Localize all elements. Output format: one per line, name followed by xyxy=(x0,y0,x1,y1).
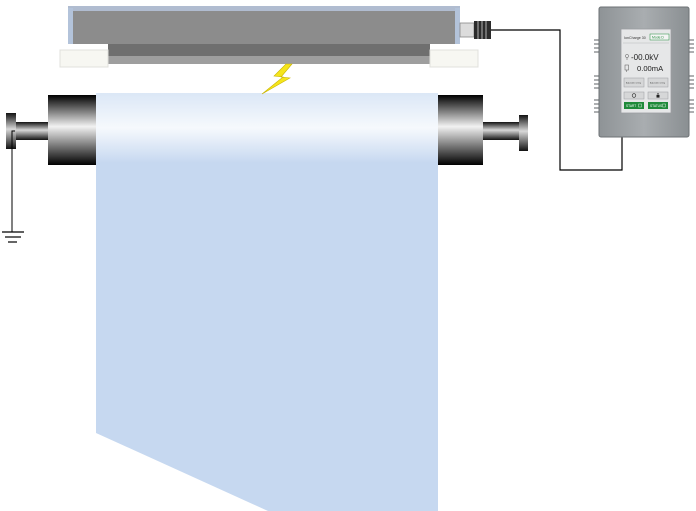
ground-symbol-icon xyxy=(2,231,24,243)
voltage-readout: -00.0kV xyxy=(631,53,659,62)
start-button[interactable] xyxy=(624,102,644,109)
ground-connection xyxy=(2,130,24,243)
power-cable xyxy=(491,29,623,171)
left-roller xyxy=(6,95,96,165)
start-button-label: START xyxy=(626,104,636,108)
side-vent-right xyxy=(689,39,694,113)
power-button[interactable] xyxy=(623,91,645,100)
side-vent-left xyxy=(594,39,599,113)
setting-button-left-label: Adjustable setting xyxy=(626,82,641,85)
setting-button-left[interactable] xyxy=(623,77,645,88)
status-button[interactable] xyxy=(648,102,668,109)
ionizing-bar xyxy=(59,6,479,68)
status-button-label: STATUS xyxy=(650,104,662,108)
spark-icon xyxy=(261,63,293,95)
film-web xyxy=(96,93,438,511)
setting-button-right[interactable] xyxy=(647,77,669,88)
controller-unit: IonCharge 30 Mode D -00.0kV 0.00mA Adjus… xyxy=(594,6,694,138)
current-readout: 0.00mA xyxy=(637,64,664,73)
mode-badge: Mode D xyxy=(652,36,664,40)
power-icon xyxy=(631,93,637,98)
lock-icon xyxy=(656,93,660,98)
voltage-icon xyxy=(625,54,629,60)
setting-button-right-label: Adjustable setting xyxy=(650,82,665,85)
cable-connector xyxy=(459,21,491,39)
controller-brand: IonCharge 30 xyxy=(624,36,646,40)
current-icon xyxy=(624,64,629,72)
right-roller xyxy=(438,95,528,165)
